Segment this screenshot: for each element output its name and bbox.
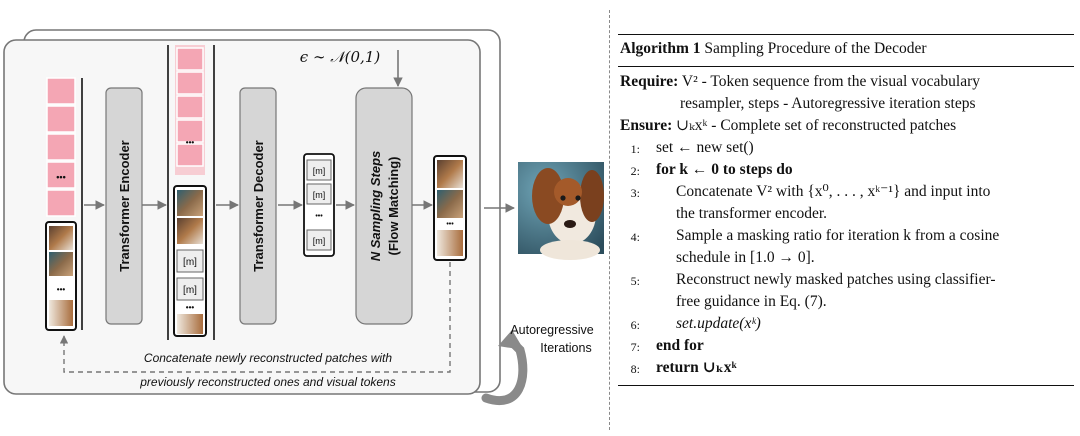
ellipsis: ••• [56, 172, 65, 182]
algo-line-7: 7:end for [630, 337, 704, 354]
loop-caption-line1: Concatenate newly reconstructed patches … [144, 351, 392, 365]
encoded-token-column: ••• [m] [m] ••• [167, 45, 215, 340]
algorithm-title: Algorithm 1 Sampling Procedure of the De… [620, 40, 927, 57]
algo-line-3: 3:Concatenate V² with {x⁰, . . . , xᵏ⁻¹}… [630, 183, 991, 200]
sampling-steps-label: N Sampling Steps [368, 151, 383, 262]
input-token-column: ••• ••• [45, 77, 77, 331]
reconstructed-image [518, 162, 604, 260]
transformer-decoder-block [239, 87, 277, 325]
decoder-diagram: ••• ••• Transformer Encoder ••• [3, 29, 604, 405]
feedback-loop [59, 262, 451, 373]
algorithm-panel: Algorithm 1 Sampling Procedure of the De… [618, 34, 1074, 386]
mask-token: [m] [183, 285, 197, 296]
autoregressive-label-line2: Iterations [540, 341, 591, 355]
algo-line-6: 6:set.update(xᵏ) [630, 315, 761, 332]
loop-caption-line2: previously reconstructed ones and visual… [139, 375, 395, 389]
noise-label: ϵ ∼ 𝒩(0,1) [300, 48, 381, 66]
algo-line-4: 4:Sample a masking ratio for iteration k… [630, 227, 1000, 244]
panel-divider [609, 10, 610, 430]
flow-matching-label: (Flow Matching) [386, 157, 401, 256]
require-line: Require: V² - Token sequence from the vi… [620, 73, 980, 90]
ellipsis: ••• [186, 138, 195, 147]
algo-line-4-cont: schedule in [1.0 → 0]. [676, 249, 815, 266]
algo-line-5: 5:Reconstruct newly masked patches using… [630, 271, 996, 288]
reconstructed-patches: ••• [433, 155, 467, 261]
mask-token: [m] [183, 257, 197, 268]
mask-token: [m] [313, 190, 326, 200]
sampling-steps-block [355, 87, 413, 325]
algo-line-8: 8:return ∪ₖxᵏ [630, 359, 737, 376]
require-line-cont: resampler, steps - Autoregressive iterat… [680, 95, 976, 112]
transformer-decoder-label: Transformer Decoder [251, 140, 266, 272]
mask-token: [m] [313, 166, 326, 176]
transformer-encoder-block [105, 87, 143, 325]
ellipsis: ••• [446, 221, 454, 228]
algo-line-2: 2:for k ← 0 to steps do [630, 161, 793, 178]
mask-token: [m] [313, 236, 326, 246]
algo-line-3-cont: the transformer encoder. [676, 205, 828, 222]
ensure-line: Ensure: ∪ₖxᵏ - Complete set of reconstru… [620, 117, 957, 134]
ellipsis: ••• [57, 285, 66, 294]
mask-token-group: [m] [m] ••• [m] [303, 153, 335, 257]
autoregressive-label-line1: Autoregressive [510, 323, 593, 337]
autoregressive-arrow [481, 335, 528, 405]
algo-line-5-cont: free guidance in Eq. (7). [676, 293, 827, 310]
transformer-encoder-label: Transformer Encoder [117, 140, 132, 272]
algo-line-1: 1:set ← new set() [630, 139, 754, 156]
ellipsis: ••• [315, 213, 323, 220]
ellipsis: ••• [186, 303, 195, 312]
